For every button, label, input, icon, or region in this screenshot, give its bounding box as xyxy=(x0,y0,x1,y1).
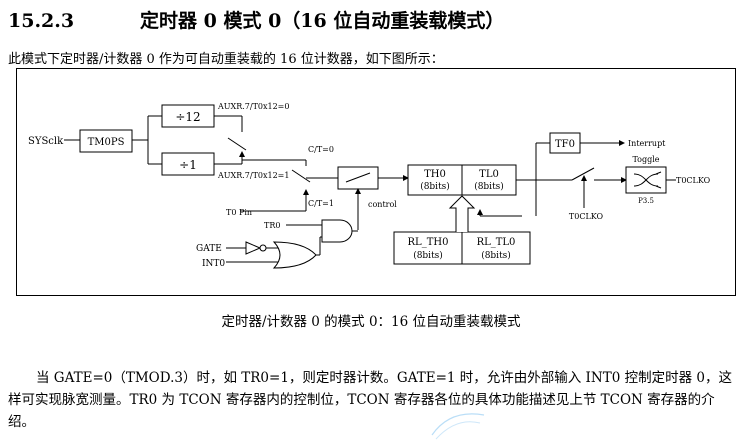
label-tm0ps: TM0PS xyxy=(88,137,125,148)
label-sysclk: SYSclk xyxy=(28,136,64,147)
intro-paragraph: 此模式下定时器/计数器 0 作为可自动重装载的 16 位计数器，如下图所示： xyxy=(8,52,444,67)
tm0ps-box xyxy=(79,129,133,153)
t0x12-switch xyxy=(227,137,247,151)
figure-caption: 定时器/计数器 0 的模式 0：16 位自动重装载模式 xyxy=(221,314,521,330)
label-auxr-0: AUXR.7/T0x12=0 xyxy=(217,102,289,111)
label-control: control xyxy=(368,200,397,209)
section-number: 15.2.3 xyxy=(8,10,75,32)
label-p35: P3.5 xyxy=(638,197,654,205)
label-tl0-bits: (8bits) xyxy=(474,181,504,192)
label-th0: TH0 xyxy=(424,169,446,180)
label-t0clko-switch: T0CLKO xyxy=(569,212,604,221)
watermark-logo xyxy=(431,413,485,440)
label-auxr-1: AUXR.7/T0x12=1 xyxy=(217,171,289,180)
label-t0clko-out: T0CLKO xyxy=(676,176,711,185)
diagram-frame xyxy=(16,68,736,296)
label-rl-tl0: RL_TL0 xyxy=(477,237,516,248)
label-tl0: TL0 xyxy=(479,169,499,180)
label-toggle: Toggle xyxy=(632,155,659,164)
diagram-labels: SYSclk TM0PS ÷12 ÷1 AUXR.7/T0x12=0 AUXR.… xyxy=(28,102,711,269)
section-heading: 15.2.3 定时器 0 模式 0（16 位自动重装载模式） xyxy=(8,6,504,34)
label-tr0: TR0 xyxy=(264,221,280,230)
label-rl-tl0-bits: (8bits) xyxy=(481,250,511,261)
label-rl-th0: RL_TH0 xyxy=(408,237,449,248)
label-ct1: C/T=1 xyxy=(308,199,334,208)
ct-switch xyxy=(291,169,311,183)
section-title: 定时器 0 模式 0（16 位自动重装载模式） xyxy=(140,10,505,32)
gate-inverter xyxy=(245,241,262,255)
timer0-mode0-diagram: SYSclk TM0PS ÷12 ÷1 AUXR.7/T0x12=0 AUXR.… xyxy=(28,102,711,269)
label-th0-bits: (8bits) xyxy=(420,181,450,192)
body-paragraph: 当 GATE=0（TMOD.3）时，如 TR0=1，则定时器计数。GATE=1 … xyxy=(8,370,732,430)
label-ct0: C/T=0 xyxy=(308,145,334,154)
label-t0pin: T0 Pin xyxy=(226,208,252,217)
label-tf0: TF0 xyxy=(555,139,575,150)
label-div1: ÷1 xyxy=(179,158,197,172)
label-interrupt: Interrupt xyxy=(628,139,666,148)
label-rl-th0-bits: (8bits) xyxy=(413,250,443,261)
t0clko-switch xyxy=(571,167,595,181)
label-int0: INT0 xyxy=(202,259,225,269)
or-gate xyxy=(272,241,317,269)
and-gate xyxy=(321,219,353,243)
label-div12: ÷12 xyxy=(175,110,200,124)
label-gate: GATE xyxy=(196,244,222,254)
reload-arrow xyxy=(448,195,476,232)
